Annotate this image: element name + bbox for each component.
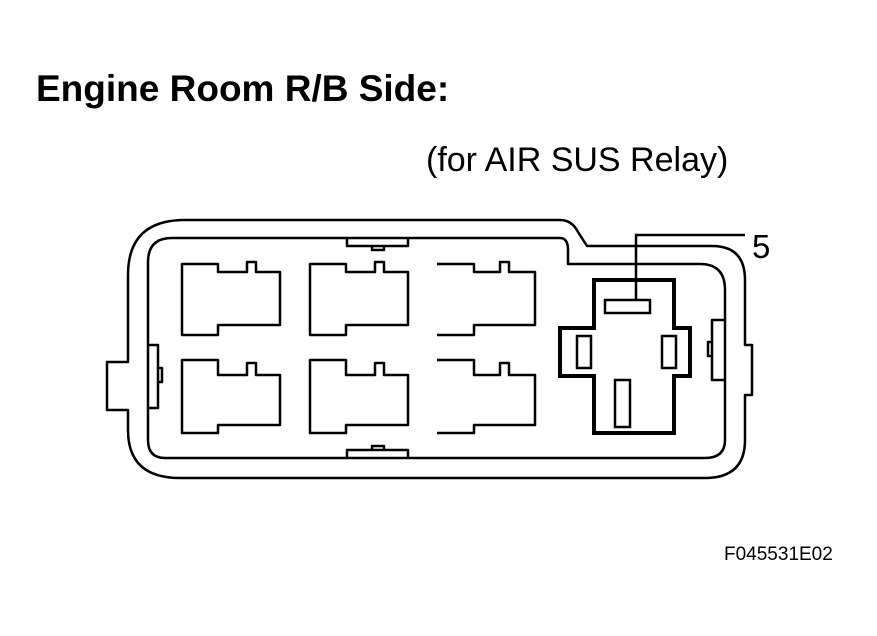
terminal-left [575,334,593,370]
top-clip-tab [370,246,386,252]
housing-outer [105,218,754,480]
terminal-right [660,334,678,370]
cavity-lower-1 [180,358,282,435]
terminal-bottom [613,378,632,429]
left-latch-notch [158,366,164,384]
right-latch-notch [706,340,712,358]
terminal-5 [603,298,652,315]
bottom-clip-tab [370,444,386,450]
cavity-lower-3 [437,358,537,435]
cavity-lower-2 [308,358,410,435]
bottom-clip [345,448,410,458]
diagram-title: Engine Room R/B Side: [36,68,450,109]
right-latch [710,318,725,382]
pin-5-leader-line [634,233,745,300]
housing-inner [146,236,727,460]
cavity-upper-1 [180,260,282,337]
top-clip [345,238,410,248]
figure-code: F045531E02 [724,544,833,565]
pin-5-label: 5 [752,228,770,265]
relay-socket [558,278,692,435]
left-latch [148,343,160,410]
cavity-upper-3 [437,260,537,337]
cavity-upper-2 [308,260,410,337]
diagram-subtitle: (for AIR SUS Relay) [426,141,729,179]
